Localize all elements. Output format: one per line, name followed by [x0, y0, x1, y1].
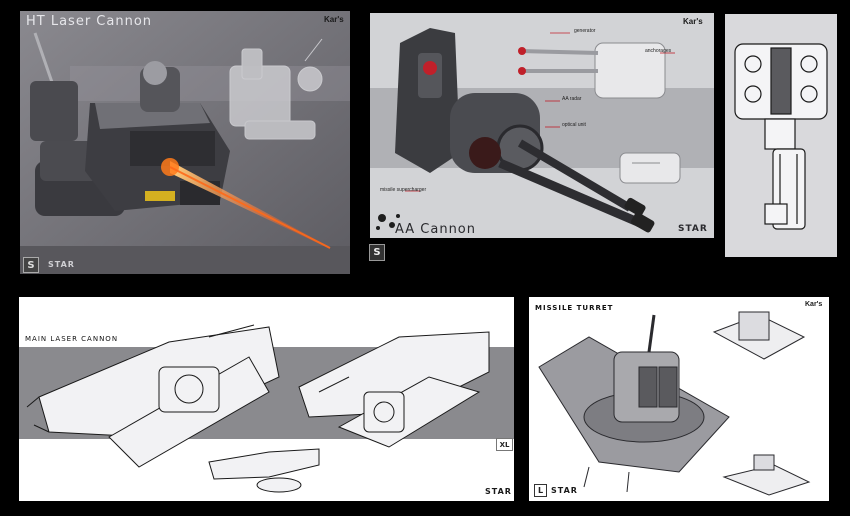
- panel-title: MAIN LASER CANNON: [25, 335, 119, 343]
- size-badge: L: [534, 484, 547, 497]
- missile-turret-panel: MISSILE TURRET Kar's L STAR: [529, 297, 829, 501]
- brand-logo: Kar's: [683, 17, 703, 26]
- callout-aa-radar: AA radar: [562, 96, 582, 102]
- panel-title: AA Cannon: [395, 222, 476, 237]
- ht-laser-cannon-panel: HT Laser Cannon Kar's S STAR: [20, 11, 350, 274]
- brand-logo: Kar's: [805, 301, 823, 308]
- star-logo: STAR: [678, 224, 708, 234]
- callout-anchorages: anchorages: [645, 48, 672, 54]
- aa-cannon-panel: generator anchorages AA radar optical un…: [370, 13, 714, 238]
- turret-sketch-panel: [725, 14, 837, 257]
- star-logo: STAR: [485, 487, 512, 496]
- star-logo: STAR: [551, 486, 578, 495]
- brand-logo: Kar's: [324, 15, 344, 24]
- panel-title: HT Laser Cannon: [26, 14, 153, 29]
- size-badge: XL: [496, 438, 513, 451]
- panel-title: MISSILE TURRET: [535, 304, 614, 312]
- ht-laser-cannon-illustration: [20, 11, 350, 274]
- aa-cannon-illustration: [370, 28, 714, 233]
- turret-sketch-illustration: [734, 43, 828, 230]
- missile-turret-illustration: [538, 311, 811, 496]
- size-badge: S: [369, 244, 385, 261]
- main-laser-cannon-illustration: [19, 324, 514, 493]
- star-logo: STAR: [48, 260, 75, 269]
- callout-missile-supercharger: missile supercharger: [380, 187, 427, 193]
- size-badge: S: [23, 257, 39, 273]
- callout-optical-unit: optical unit: [562, 122, 586, 128]
- main-laser-cannon-panel: MAIN LASER CANNON XL STAR: [19, 297, 514, 501]
- callout-generator: generator: [574, 28, 596, 34]
